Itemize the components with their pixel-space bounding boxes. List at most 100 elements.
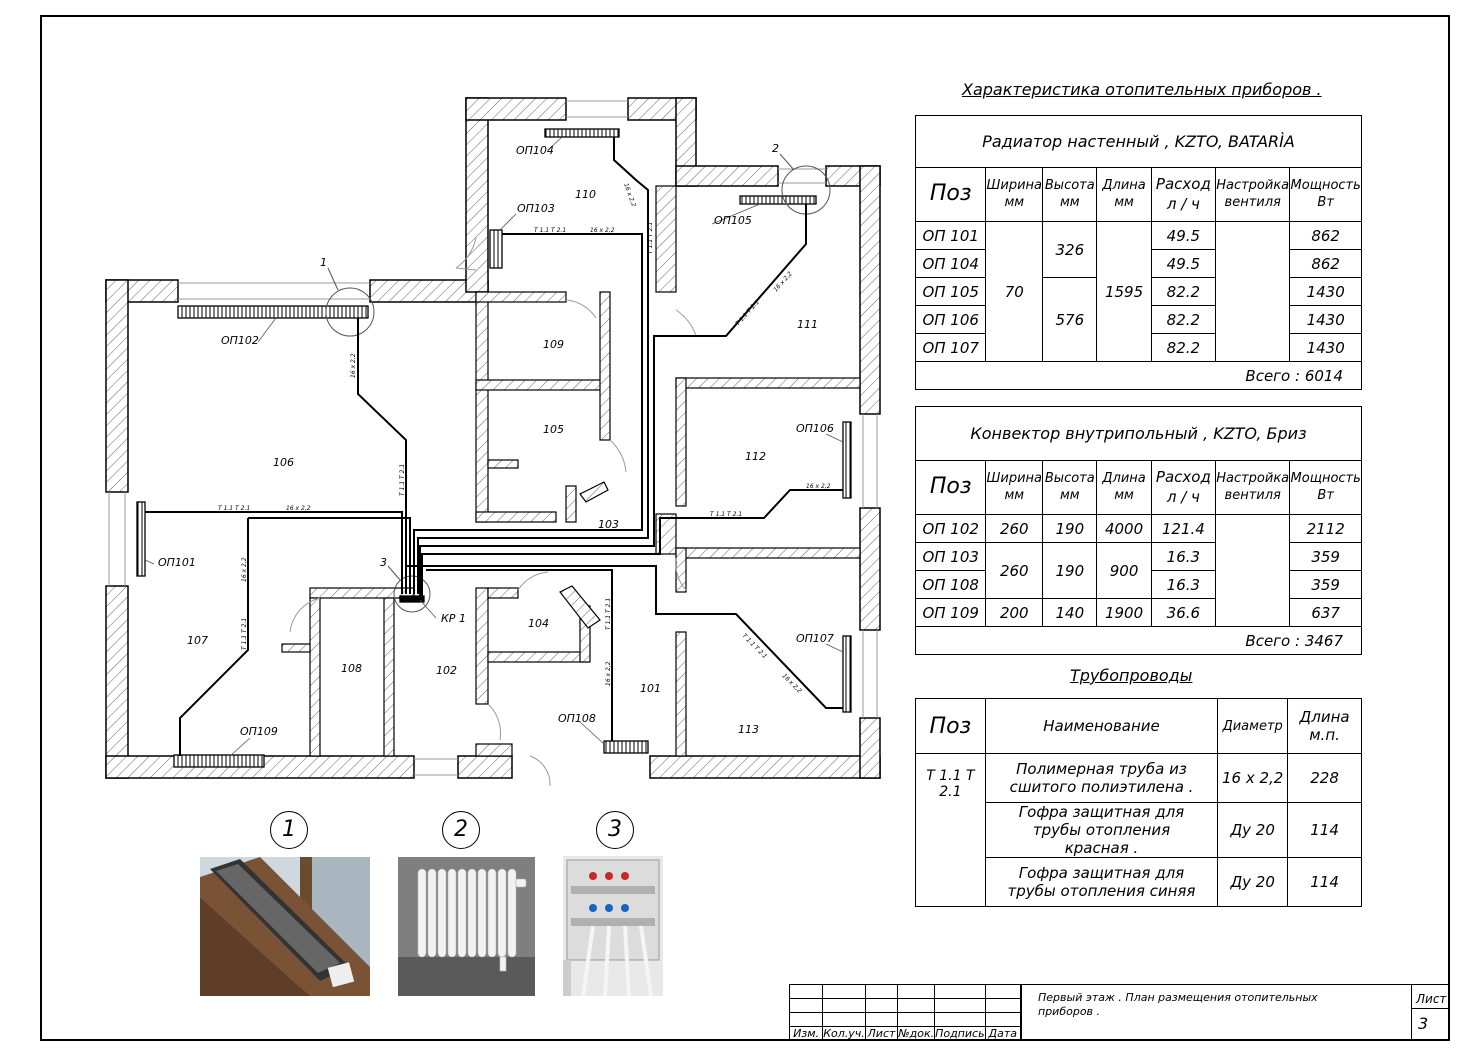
col-list: Лист	[864, 1026, 899, 1041]
pos: ОП 106	[914, 305, 987, 334]
col-koluch: Кол.уч.	[822, 1026, 866, 1041]
pipe-length: 114	[1287, 857, 1362, 907]
hdr-pos: Поз	[915, 698, 986, 754]
room-112: 112	[745, 450, 766, 463]
characteristics-title: Характеристика отопительных приборов .	[962, 80, 1322, 99]
hdr-length: Длина м.п.	[1287, 698, 1362, 754]
hdr-height: Высота мм	[1042, 460, 1098, 515]
label-kp1: КР 1	[441, 612, 466, 625]
revision-block: Изм. Кол.уч. Лист №док. Подпись Дата	[788, 984, 1022, 1041]
pipe-length: 114	[1287, 802, 1362, 858]
hdr-length: Длина мм	[1096, 167, 1152, 222]
width: 200	[985, 598, 1044, 627]
pipe-size: 16 х 2,2	[622, 182, 637, 208]
convector-total: Всего : 3467	[915, 626, 1362, 655]
label-op107: ОП107	[796, 632, 834, 645]
hdr-name: Наименование	[984, 698, 1219, 754]
flow: 82.2	[1150, 277, 1217, 306]
device-leaders	[144, 136, 844, 757]
pipe-name: Гофра защитная для трубы отопления синяя	[984, 857, 1219, 907]
pos: ОП 108	[914, 570, 987, 599]
hdr-flow: Расход л / ч	[1150, 460, 1217, 515]
room-labels: 101 102 103 104 105 106 107 108 109 110 …	[187, 188, 818, 736]
pipe-size: 16 х 2,2	[350, 353, 357, 378]
convector-table: Конвектор внутрипольный , KZTO, Бриз Поз…	[914, 406, 1362, 655]
pipe-size: 16 х 2,2	[605, 661, 612, 686]
pipe-diameter: 16 х 2,2	[1217, 753, 1289, 803]
pipe-size: 16 х 2,2	[590, 227, 615, 234]
label-op108: ОП108	[558, 712, 596, 725]
room-106: 106	[273, 456, 294, 469]
room-108: 108	[341, 662, 362, 675]
callout-numbers: 1 2 3	[320, 142, 779, 569]
sheet-label: Лист	[1416, 992, 1447, 1006]
device-labels: ОП102 ОП104 ОП103 ОП105 ОП101 ОП106 ОП10…	[158, 144, 834, 738]
width: 260	[985, 542, 1044, 599]
interior-walls	[281, 185, 861, 757]
height: 190	[1042, 514, 1098, 543]
power: 862	[1289, 249, 1362, 278]
sheet-title-box	[1021, 984, 1411, 1040]
hdr-flow: Расход л / ч	[1150, 167, 1217, 222]
power: 637	[1289, 598, 1362, 627]
hdr-height: Высота мм	[1042, 167, 1098, 222]
label-op105: ОП105	[714, 214, 752, 227]
room-102: 102	[436, 664, 457, 677]
hdr-length: Длина мм	[1096, 460, 1152, 515]
col-ndok: №док.	[897, 1026, 936, 1041]
pipe-name: Гофра защитная для трубы отопления красн…	[984, 802, 1219, 858]
radiator-total: Всего : 6014	[915, 361, 1362, 390]
pipe-pos: Т 1.1 Т 2.1	[915, 753, 986, 907]
pipe-label: Т 1.1 Т 2.1	[710, 511, 742, 518]
pipe-label: Т 1.1 Т 2.1	[605, 598, 612, 630]
pipes-title: Трубопроводы	[1070, 666, 1193, 685]
pos: ОП 103	[914, 542, 987, 571]
hdr-width: Ширина мм	[985, 460, 1044, 515]
pipe-size: 16 х 2,2	[286, 505, 311, 512]
label-op103: ОП103	[517, 202, 555, 215]
pos: ОП 102	[914, 514, 987, 543]
hdr-pos: Поз	[914, 460, 987, 515]
room-103: 103	[598, 518, 619, 531]
pipe-label: Т 1.1 Т 2.1	[741, 632, 769, 660]
pipe-label: Т 1.1 Т 2.1	[534, 227, 566, 234]
flow: 36.6	[1150, 598, 1217, 627]
sheet-title: Первый этаж . План размещения отопительн…	[1038, 991, 1318, 1019]
callout-2: 2	[772, 142, 779, 155]
pipe-label: Т 1.1 Т 2.1	[218, 505, 250, 512]
stair-wall	[559, 481, 609, 629]
sheet-number-box	[1411, 984, 1449, 1040]
room-104: 104	[528, 617, 549, 630]
height: 140	[1042, 598, 1098, 627]
width: 260	[985, 514, 1044, 543]
hdr-valve: Настройка вентиля	[1215, 460, 1291, 515]
pipe-size: 16 х 2,2	[781, 672, 803, 694]
pipe-size: 16 х 2,2	[806, 483, 831, 490]
length: 1900	[1096, 598, 1152, 627]
height: 190	[1042, 542, 1098, 599]
hdr-width: Ширина мм	[985, 167, 1044, 222]
flow: 16.3	[1150, 570, 1217, 599]
pipes-table: Поз Наименование Диаметр Длина м.п. Т 1.…	[915, 698, 1362, 907]
photo-number-3: 3	[596, 811, 634, 849]
room-111: 111	[797, 318, 818, 331]
length: 4000	[1096, 514, 1152, 543]
photo-number-1: 1	[270, 811, 308, 849]
radiator-photo	[398, 857, 535, 996]
drawing-frame	[40, 15, 1450, 1041]
power: 862	[1289, 221, 1362, 250]
heating-devices	[136, 128, 852, 768]
pipe-diameter: Ду 20	[1217, 857, 1289, 907]
manifold-photo	[563, 856, 663, 996]
pipe-label: Т 1.1 Т 2.1	[241, 618, 248, 650]
pipe-diameter: Ду 20	[1217, 802, 1289, 858]
hdr-power: Мощность Вт	[1289, 460, 1362, 515]
hdr-pos: Поз	[914, 167, 987, 222]
convector-photo	[200, 857, 370, 996]
pipe-size: 16 х 2,2	[772, 270, 794, 293]
pos: ОП 107	[914, 333, 987, 362]
pipe-size: 16 х 2,2	[241, 557, 248, 582]
power: 2112	[1289, 514, 1362, 543]
flow: 121.4	[1150, 514, 1217, 543]
radiator-table: Радиатор настенный , KZTO, BATARÌA Поз Ш…	[914, 115, 1362, 390]
